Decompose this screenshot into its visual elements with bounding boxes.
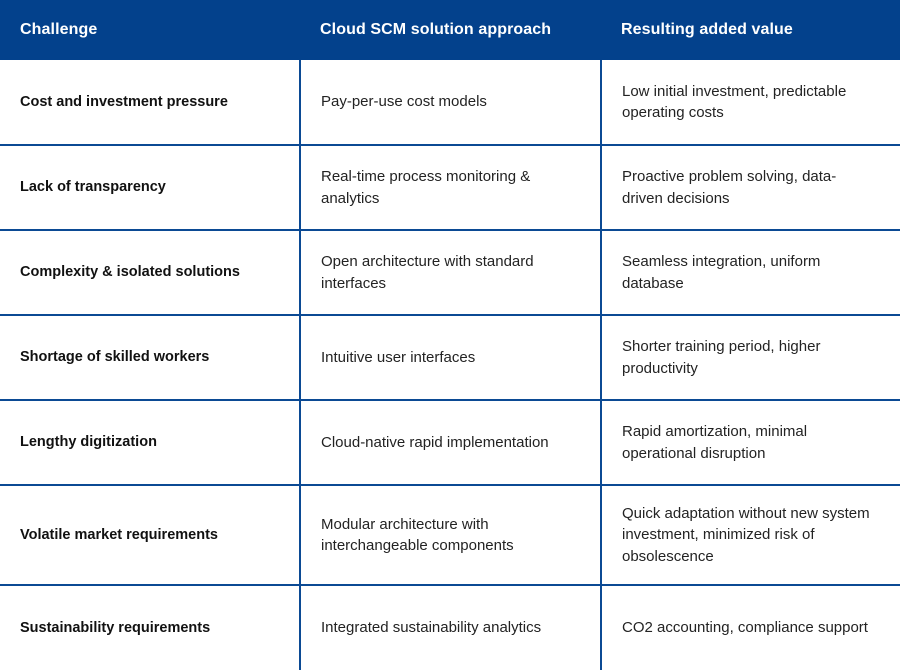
cell-challenge: Shortage of skilled workers	[0, 315, 301, 401]
column-header-value: Resulting added value	[601, 0, 900, 60]
cell-challenge: Cost and investment pressure	[0, 60, 301, 146]
table-header-row: Challenge Cloud SCM solution approach Re…	[0, 0, 900, 60]
cell-value: Shorter training period, higher producti…	[601, 315, 900, 401]
cell-value: Proactive problem solving, data-driven d…	[601, 145, 900, 231]
column-header-approach: Cloud SCM solution approach	[300, 0, 601, 60]
cell-approach: Cloud-native rapid implementation	[300, 400, 602, 486]
cell-approach: Real-time process monitoring & analytics	[300, 145, 602, 231]
cell-value: Quick adaptation without new system inve…	[601, 485, 900, 586]
cell-approach: Open architecture with standard interfac…	[300, 230, 602, 316]
cell-value: Low initial investment, predictable oper…	[601, 60, 900, 146]
cell-challenge: Volatile market requirements	[0, 485, 301, 586]
column-header-challenge: Challenge	[0, 0, 300, 60]
cell-challenge: Sustainability requirements	[0, 585, 301, 670]
cell-value: Rapid amortization, minimal operational …	[601, 400, 900, 486]
cell-value: CO2 accounting, compliance support	[601, 585, 900, 670]
cell-challenge: Lengthy digitization	[0, 400, 301, 486]
cell-approach: Integrated sustainability analytics	[300, 585, 602, 670]
cell-challenge: Lack of transparency	[0, 145, 301, 231]
cell-challenge: Complexity & isolated solutions	[0, 230, 301, 316]
cell-value: Seamless integration, uniform database	[601, 230, 900, 316]
cell-approach: Intuitive user interfaces	[300, 315, 602, 401]
cell-approach: Pay-per-use cost models	[300, 60, 602, 146]
table-header: Challenge Cloud SCM solution approach Re…	[0, 0, 900, 60]
cell-approach: Modular architecture with interchangeabl…	[300, 485, 602, 586]
